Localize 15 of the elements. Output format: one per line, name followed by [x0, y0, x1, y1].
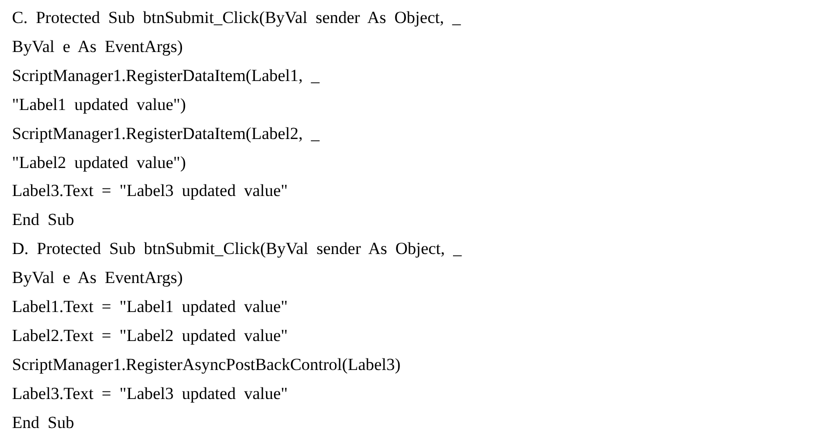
code-line: Label3.Text = "Label3 updated value" [12, 384, 288, 404]
code-line: Label1.Text = "Label1 updated value" [12, 297, 288, 317]
code-line: "Label2 updated value") [12, 152, 186, 172]
code-line: End Sub [12, 412, 74, 433]
code-line: Label3.Text = "Label3 updated value" [12, 181, 288, 202]
code-line: Label2.Text = "Label2 updated value" [12, 326, 288, 346]
code-line: ByVal e As EventArgs) [12, 268, 183, 288]
code-line: "Label1 updated value") [12, 94, 186, 115]
code-line: End Sub [12, 210, 74, 230]
code-line: ScriptManager1.RegisterDataItem(Label2, _ [12, 124, 320, 144]
code-line: ByVal e As EventArgs) [12, 36, 183, 57]
code-line: ScriptManager1.RegisterAsyncPostBackControl(Label3) [12, 354, 401, 375]
code-line: C. Protected Sub btnSubmit_Click(ByVal sender As Object, _ [12, 8, 461, 28]
code-line: ScriptManager1.RegisterDataItem(Label1, _ [12, 66, 320, 86]
code-line: D. Protected Sub btnSubmit_Click(ByVal sender As Object, _ [12, 239, 462, 260]
